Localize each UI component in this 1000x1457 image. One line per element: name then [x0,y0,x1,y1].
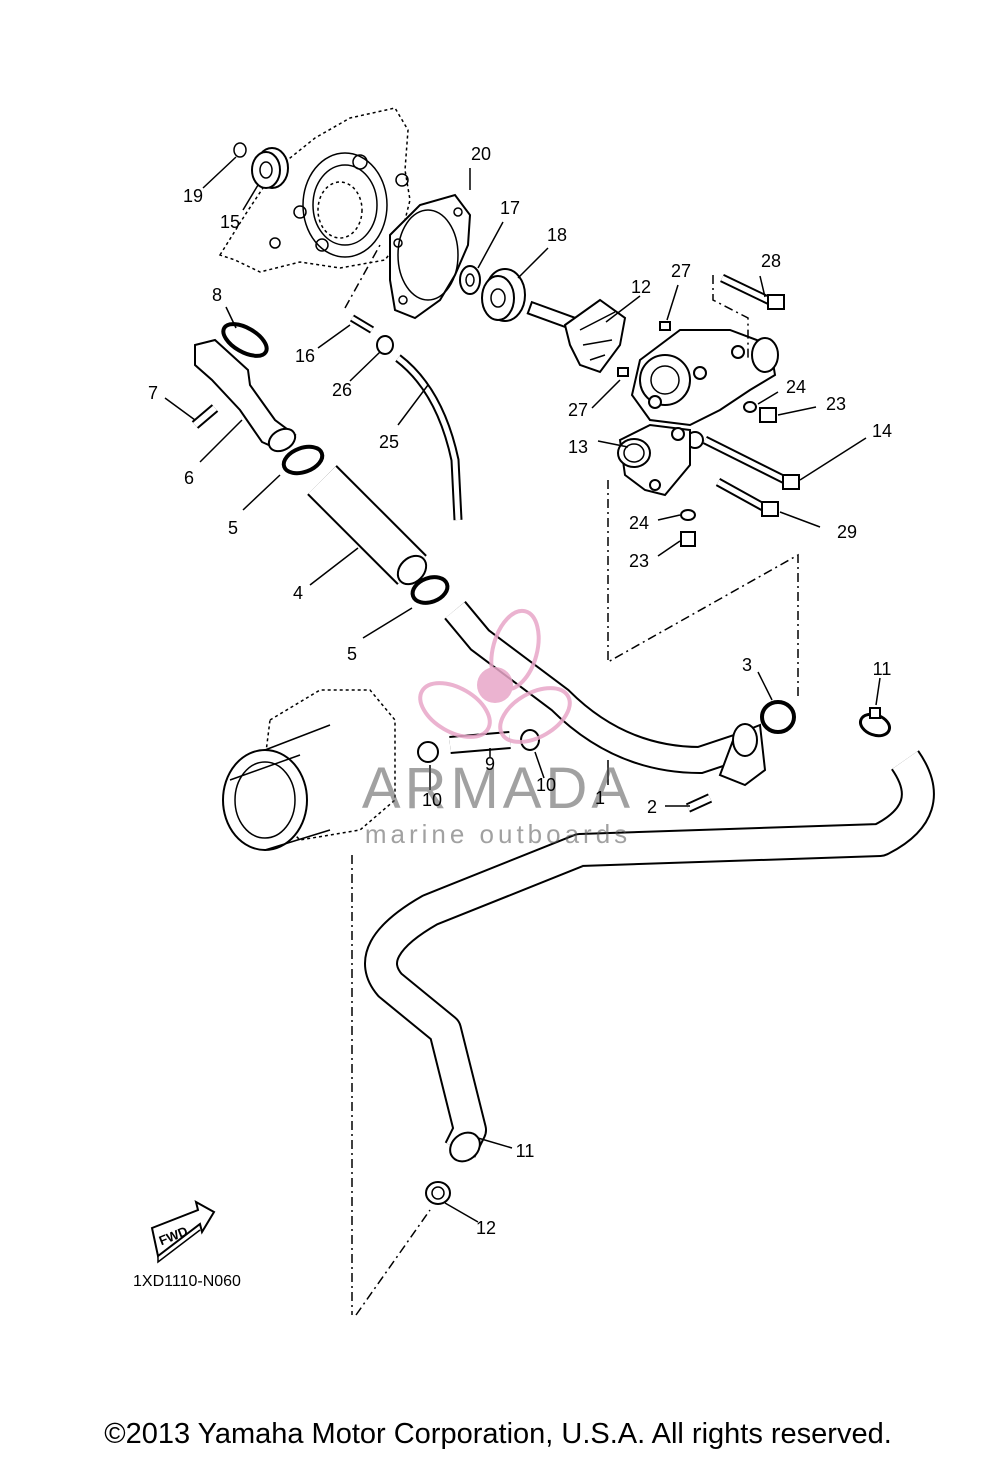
water-pipe-1 [444,601,767,787]
propeller-logo-icon [418,608,572,744]
callout-24-lower: 24 [629,513,649,533]
bolt-23a [759,407,777,423]
callout-27-top: 27 [671,261,691,281]
clamp-5a [281,444,325,476]
callout-10-left: 10 [422,790,442,810]
bolt-29 [715,478,779,517]
impeller-14 [526,298,627,374]
elbow-fitting-15 [617,423,691,497]
callout-13: 11 [873,659,892,679]
bolt-23b [680,531,696,547]
callout-11: 11 [516,1141,535,1161]
callout-24-right: 24 [786,377,806,397]
fitting-10a [417,741,439,763]
bolt-7 [191,404,219,429]
leader-left-vertical [351,855,431,1316]
callout-14: 12 [631,277,651,297]
callout-21: 19 [183,186,203,206]
bolt-16 [702,435,800,490]
water-pump-housing [630,329,779,449]
leader-frame [607,480,799,700]
callout-15: 13 [568,437,588,457]
leader-pipe-18 [344,244,381,309]
clamp-26 [376,335,394,355]
callout-28: 28 [761,251,781,271]
callout-9: 9 [485,754,495,774]
callout-5-upper: 5 [228,518,238,538]
engine-cover-outline [218,107,411,273]
hose-4 [307,465,428,586]
callout-20: 18 [547,225,567,245]
callout-22: 20 [471,144,491,164]
callout-2: 2 [647,797,657,817]
fitting-12 [425,1181,451,1205]
callout-leaders [164,156,881,1223]
watermark-tagline: marine outboards [365,819,631,849]
callout-12: 12 [476,1218,496,1238]
watermark-brand: ARMADA [362,756,634,821]
callout-5-lower: 5 [347,644,357,664]
o-ring-8 [221,322,269,358]
gasket-22 [389,193,472,320]
washer-24a [743,401,757,413]
copyright-text: ©2013 Yamaha Motor Corporation, U.S.A. A… [104,1418,892,1450]
hose-11 [364,750,935,1163]
mechanical-seal-20 [481,268,526,322]
callout-23-right: 23 [826,394,846,414]
callout-23-lower: 23 [629,551,649,571]
callout-4: 4 [293,583,303,603]
callout-26: 26 [332,380,352,400]
callout-8: 8 [212,285,222,305]
diagram-code: 1XD1110-N060 [133,1273,241,1290]
dowel-pin-27b [617,367,629,377]
bearing-17 [251,147,289,189]
clamp-13 [858,707,892,738]
bolt-28 [720,273,785,310]
callout-6: 6 [184,468,194,488]
callout-19: 17 [500,198,520,218]
callout-7: 7 [148,383,158,403]
callout-10-right: 10 [536,775,556,795]
forward-direction-icon: FWD [150,1200,216,1264]
callout-16: 14 [872,421,892,441]
o-ring-3 [760,700,796,734]
leader-bolt-28 [712,275,749,360]
circlip-21 [233,142,247,158]
fitting-6 [194,338,297,453]
seal-19 [459,265,481,295]
callout-27-bottom: 27 [568,400,588,420]
dowel-pin-27a [659,321,671,331]
oil-filter [222,689,396,851]
callout-3: 3 [742,655,752,675]
clamp-5b [410,575,450,605]
callout-18: 16 [295,346,315,366]
bolt-2 [685,793,713,813]
callout-29: 29 [837,522,857,542]
callout-1: 1 [595,788,605,808]
pipe-9 [449,731,511,754]
hose-25 [395,354,463,521]
callout-25: 25 [379,432,399,452]
washer-24b [680,509,696,521]
pipe-18 [349,314,375,334]
watermark: ARMADA marine outboards [362,608,634,849]
callout-labels: 19 15 20 17 18 12 27 28 8 16 26 24 27 23… [148,144,892,1238]
callout-17: 15 [220,212,240,232]
